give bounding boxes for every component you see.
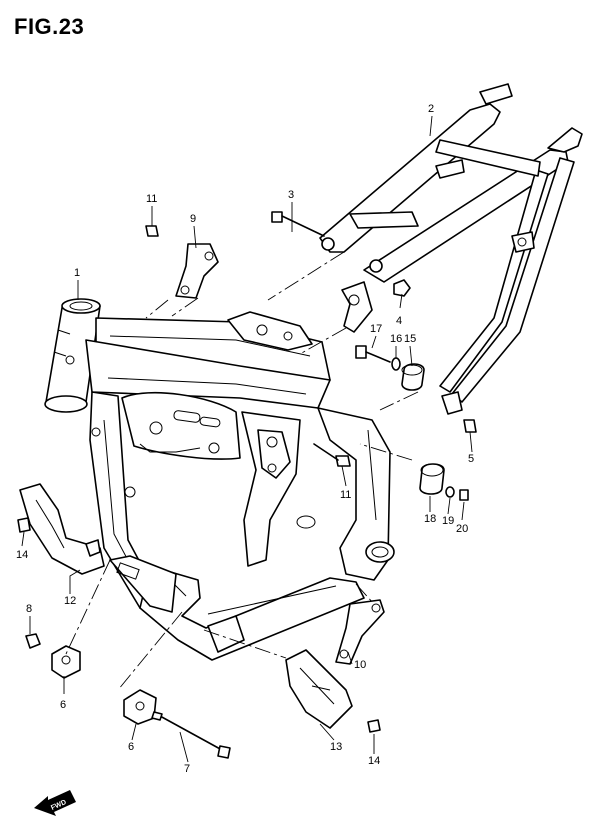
- bolt-17: [355, 345, 391, 363]
- callout-20: 20: [456, 523, 468, 535]
- forward-arrow-icon: FWD: [34, 790, 76, 816]
- bracket-9: [175, 243, 219, 299]
- nut-20: [459, 489, 469, 501]
- leader-lines: [21, 115, 473, 763]
- callout-12: 12: [64, 595, 76, 607]
- bolt-11-upper: [145, 225, 159, 237]
- callout-10: 10: [354, 659, 366, 671]
- bolt-14-right: [367, 719, 381, 733]
- bolt-3: [271, 211, 325, 237]
- callout-19: 19: [442, 515, 454, 527]
- callout-6-lower: 6: [128, 741, 134, 753]
- callout-4: 4: [396, 315, 402, 327]
- callout-1: 1: [74, 267, 80, 279]
- bracket-6-upper: [51, 645, 81, 679]
- nut-8: [25, 633, 41, 649]
- bushing-15: [401, 363, 425, 391]
- callout-labels: 1 2 3 4 5 6 6 7 8 9 10 11 11 12 13 14 14…: [16, 103, 474, 775]
- bolt-11-lower: [313, 443, 351, 467]
- callout-8: 8: [26, 603, 32, 615]
- bracket-6-lower: [123, 689, 157, 725]
- callout-15: 15: [404, 333, 416, 345]
- bolt-14-left: [17, 517, 31, 533]
- callout-17: 17: [370, 323, 382, 335]
- main-frame: [44, 298, 395, 661]
- callout-11-upper: 11: [146, 193, 157, 205]
- callout-6-upper: 6: [60, 699, 66, 711]
- callout-9: 9: [190, 213, 196, 225]
- skid-plate-13: [285, 649, 353, 729]
- callout-7: 7: [184, 763, 190, 775]
- washer-16: [391, 357, 401, 371]
- callout-5: 5: [468, 453, 474, 465]
- bracket-10: [335, 599, 385, 665]
- rear-subframe: [319, 83, 583, 415]
- bolt-5: [463, 419, 477, 433]
- callout-2: 2: [428, 103, 434, 115]
- callout-13: 13: [330, 741, 342, 753]
- callout-14-right: 14: [368, 755, 380, 767]
- guard-12: [19, 483, 105, 575]
- bushing-18: [419, 463, 445, 495]
- assembly-lines: [65, 251, 419, 691]
- callout-16: 16: [390, 333, 402, 345]
- callout-18: 18: [424, 513, 436, 525]
- nut-4: [393, 279, 411, 297]
- bolt-7: [151, 711, 231, 759]
- callout-14-left: 14: [16, 549, 28, 561]
- figure-title: FIG.23: [14, 14, 85, 39]
- callout-11-lower: 11: [340, 489, 351, 501]
- washer-19: [445, 486, 455, 498]
- callout-3: 3: [288, 189, 294, 201]
